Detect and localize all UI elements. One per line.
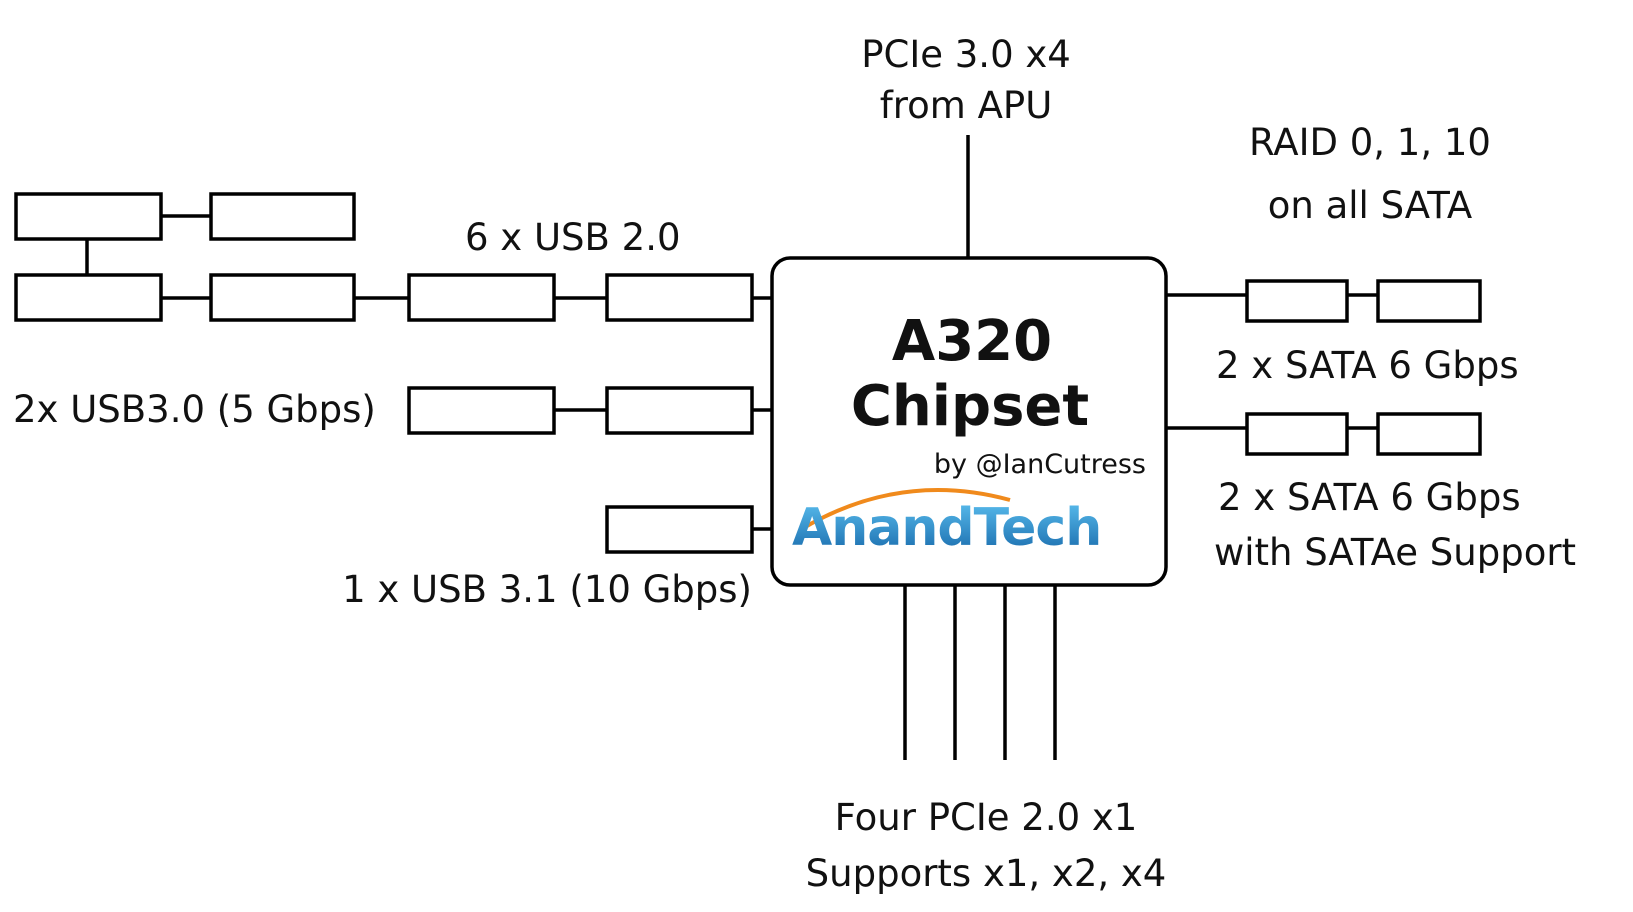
usb31-label: 1 x USB 3.1 (10 Gbps) <box>342 568 752 611</box>
usb3-port <box>605 386 754 435</box>
chipset-name-line2: Chipset <box>851 374 1089 439</box>
usb2-port <box>14 192 163 241</box>
a320-chipset <box>770 256 1168 587</box>
anandtech-logo: AnandTech <box>792 498 1101 558</box>
anandtech-logo-swoosh <box>798 488 1011 532</box>
usb2-port <box>14 273 163 322</box>
satae-label-line1: 2 x SATA 6 Gbps <box>1218 476 1521 519</box>
pcie-apu-label-line1: PCIe 3.0 x4 <box>861 33 1071 76</box>
pcie-lanes-label-line1: Four PCIe 2.0 x1 <box>835 796 1138 839</box>
usb2-port <box>209 273 356 322</box>
usb2-port <box>209 192 356 241</box>
raid-label-line1: RAID 0, 1, 10 <box>1249 121 1491 164</box>
usb31-port <box>605 505 754 554</box>
usb3-label: 2x USB3.0 (5 Gbps) <box>13 388 376 431</box>
pcie-apu-label-line2: from APU <box>880 84 1053 127</box>
sata-port <box>1376 279 1482 323</box>
sata-port <box>1245 412 1349 456</box>
satae-label-line2: with SATAe Support <box>1214 531 1576 574</box>
pcie-lanes-label-line2: Supports x1, x2, x4 <box>806 852 1167 895</box>
chipset-name-line1: A320 <box>892 309 1052 374</box>
usb2-port <box>407 273 556 322</box>
sata-label: 2 x SATA 6 Gbps <box>1216 344 1519 387</box>
usb3-port <box>407 386 556 435</box>
usb2-label: 6 x USB 2.0 <box>465 216 681 259</box>
usb2-port <box>605 273 754 322</box>
sata-port <box>1376 412 1482 456</box>
chipset-credit: by @IanCutress <box>934 449 1146 480</box>
raid-label-line2: on all SATA <box>1268 184 1473 227</box>
sata-port <box>1245 279 1349 323</box>
